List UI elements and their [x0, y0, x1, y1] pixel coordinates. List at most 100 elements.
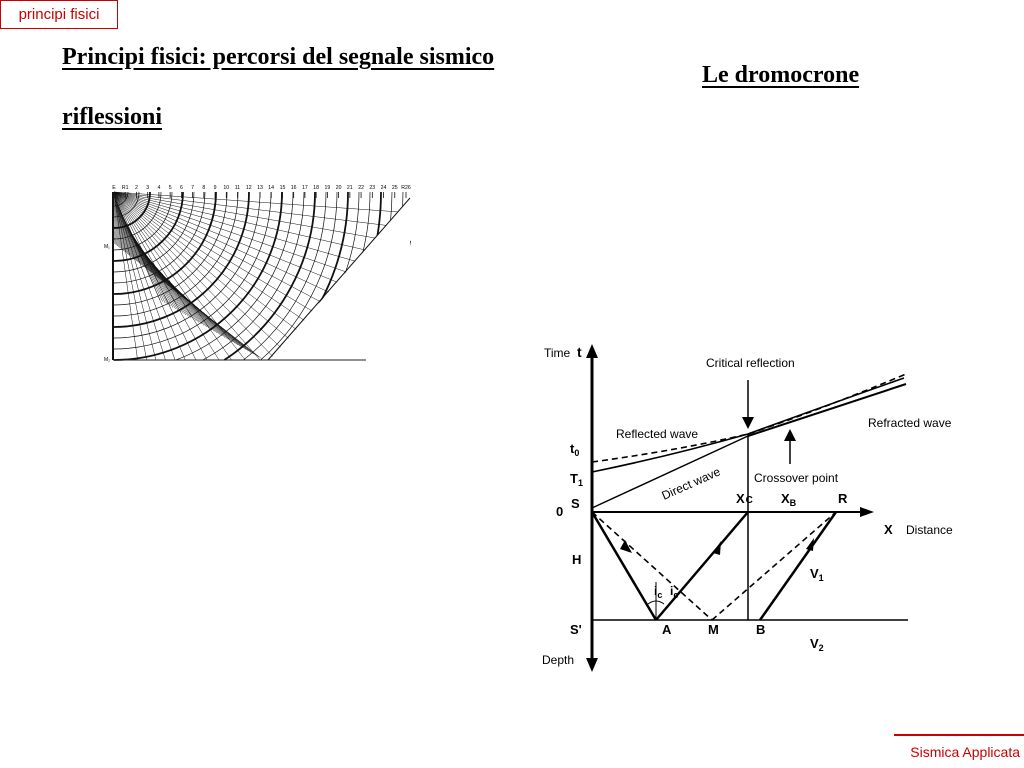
t0-label: t0	[570, 441, 579, 458]
wavefront-scale-label: 7	[191, 185, 194, 191]
ic-label-right: ic	[670, 584, 678, 600]
wavefront-ray	[113, 191, 232, 361]
wavefront-grid	[113, 191, 412, 362]
direct-wave-label: Direct wave	[660, 464, 723, 502]
wavefront-scale-label: 20	[336, 185, 342, 191]
depth-label: Depth	[542, 653, 574, 667]
wavefront-scale-label: 5	[169, 185, 172, 191]
crossover-point-label: Crossover point	[754, 471, 839, 485]
section-tag: principi fisici	[0, 0, 118, 29]
reflected-wave-curve	[591, 373, 907, 463]
wavefront-scale-label: 3	[146, 185, 149, 191]
wavefront-arc	[113, 191, 250, 328]
wavefront-ray	[113, 191, 411, 245]
wavefront-arc	[113, 191, 283, 361]
r-label: R	[838, 491, 848, 506]
wavefront-arc	[113, 191, 261, 339]
time-axis-arrow	[586, 344, 598, 358]
dromocrone-heading: Le dromocrone	[702, 62, 860, 88]
wavefront-side-label-1: M₁	[104, 244, 110, 250]
direct-wave-line	[591, 435, 749, 509]
distance-axis-arrow	[860, 507, 874, 517]
wavefront-scale-label: 9	[214, 185, 217, 191]
x-axis-label: X	[884, 522, 893, 537]
refracted-wave-label: Refracted wave	[868, 416, 952, 430]
v2-label: V2	[810, 636, 824, 653]
page-subtitle: riflessioni	[62, 104, 162, 130]
critical-reflection-label: Critical reflection	[706, 356, 795, 370]
wavefront-arc	[260, 191, 338, 361]
origin-label: 0	[556, 504, 563, 519]
wavefront-ray	[113, 191, 411, 229]
wavefront-scale-label: 17	[302, 185, 308, 191]
wavefront-arc	[113, 191, 272, 350]
wavefront-arc	[243, 191, 327, 361]
wavefront-scale-label: E	[112, 185, 116, 191]
wavefront-ray	[113, 191, 197, 361]
incidence-arc	[647, 600, 665, 605]
wavefront-ray	[113, 191, 411, 261]
wavefront-scale-label: R26	[401, 185, 411, 191]
wavefront-scale-label: 14	[268, 185, 274, 191]
wavefront-scale-label: 13	[257, 185, 263, 191]
wavefront-reflected-ray	[113, 239, 254, 355]
reflected-wave-label: Reflected wave	[616, 427, 698, 441]
time-label: Time	[544, 346, 571, 360]
wavefront-ray	[113, 191, 277, 361]
wavefront-arc	[202, 191, 305, 361]
wavefront-scale-label: 4	[157, 185, 160, 191]
a-label: A	[662, 622, 672, 637]
ic-label-left: ic	[654, 584, 662, 600]
b-label: B	[756, 622, 765, 637]
wavefront-boundary-edge	[267, 197, 411, 361]
ray-b-r	[758, 511, 838, 621]
wavefront-reflected-ray	[113, 242, 262, 359]
wavefront-ray	[113, 191, 411, 213]
wavefront-scale-label: 22	[358, 185, 364, 191]
s-prime-label: S'	[570, 622, 582, 637]
wavefront-arc	[113, 191, 239, 317]
ray-arrow-2	[713, 541, 721, 555]
wavefront-ray	[113, 191, 261, 361]
ray-a-xc	[655, 511, 749, 621]
wavefront-arc	[113, 191, 195, 273]
wavefront-arc	[113, 191, 217, 295]
wavefront-scale-label: 21	[347, 185, 353, 191]
wavefront-scale-label: 23	[369, 185, 375, 191]
wavefront-arc	[175, 191, 294, 361]
wavefront-scale-label: 10	[223, 185, 229, 191]
wavefront-scale-label: 11	[235, 185, 240, 191]
ray-m-r	[711, 511, 837, 621]
distance-label: Distance	[906, 523, 953, 537]
xb-label: XB	[781, 491, 797, 508]
refracted-wave-line	[747, 383, 907, 437]
wavefront-arc	[113, 191, 206, 284]
wavefront-scale-label: 24	[381, 185, 387, 191]
t-axis-label: t	[577, 344, 582, 360]
wavefront-arc	[113, 191, 184, 262]
ray-arrow-1	[620, 540, 632, 553]
wavefront-scale-label: 12	[246, 185, 252, 191]
depth-axis-arrow	[586, 658, 598, 672]
s-label: S	[571, 496, 580, 511]
wavefront-side-label-2: M₂	[104, 357, 110, 363]
wavefront-scale-label: 16	[291, 185, 297, 191]
wavefront-scale-label: 2	[135, 185, 138, 191]
wavefront-scale-label: 15	[280, 185, 286, 191]
xc-label: XC	[736, 491, 753, 506]
ray-s-a	[590, 511, 658, 621]
wavefront-arc	[223, 191, 316, 361]
wavefront-ray	[113, 191, 186, 361]
wavefront-ray	[113, 191, 315, 361]
wavefront-scale-label: 8	[202, 185, 205, 191]
footer-label: Sismica Applicata	[894, 734, 1024, 760]
t1-label: T1	[570, 471, 583, 488]
wavefront-scale-label: R1	[122, 185, 129, 191]
wavefront-scale-label: 6	[180, 185, 183, 191]
wavefront-scale-label: 18	[313, 185, 319, 191]
page-title: Principi fisici: percorsi del segnale si…	[62, 44, 495, 70]
v1-label: V1	[810, 566, 824, 583]
